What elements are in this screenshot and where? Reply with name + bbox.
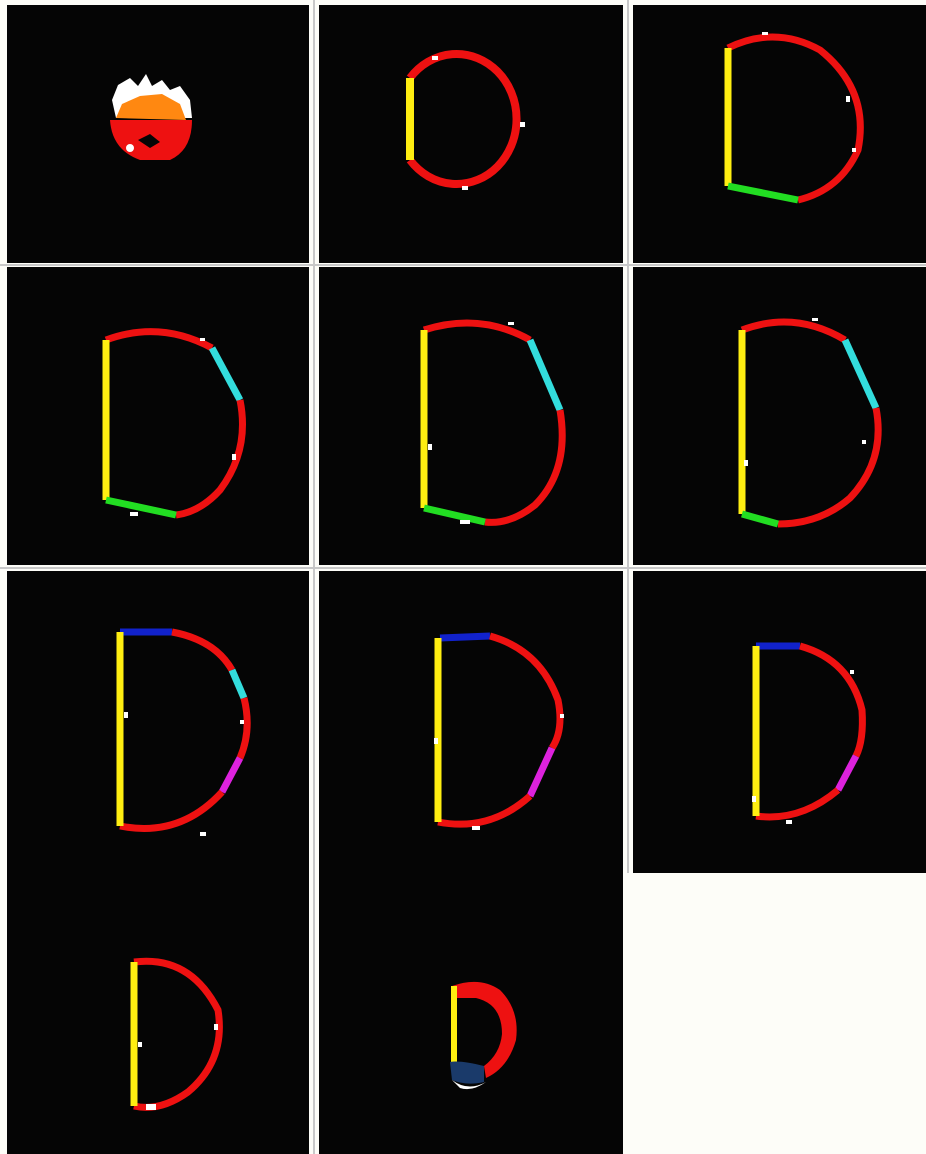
panel-6-background <box>633 267 926 565</box>
panel-1-shape <box>110 74 192 160</box>
panel-7-background <box>7 571 309 1154</box>
empty-cell <box>633 873 926 1154</box>
panel-9-background <box>633 571 926 873</box>
panel-4-background <box>7 267 309 565</box>
panel-3-background <box>633 5 926 263</box>
panel-2-background <box>319 5 623 263</box>
